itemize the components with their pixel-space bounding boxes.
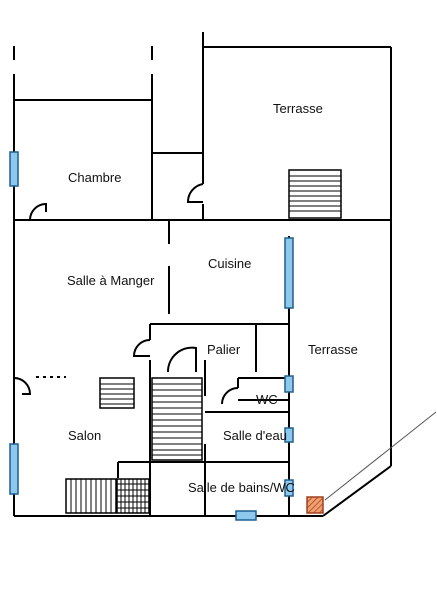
label-terrasse-top: Terrasse xyxy=(273,101,323,116)
label-terrasse-right: Terrasse xyxy=(308,342,358,357)
stairs-bottom-grid xyxy=(116,478,150,514)
label-chambre: Chambre xyxy=(68,170,121,185)
label-wc: WC xyxy=(256,392,278,407)
windows xyxy=(9,151,294,521)
stairs-salon-small xyxy=(99,377,135,409)
room-labels: Chambre Terrasse Salle à Manger Cuisine … xyxy=(67,101,358,495)
property-line xyxy=(324,411,437,501)
stairs-central xyxy=(151,377,203,461)
stairs-bottom-vertical xyxy=(65,478,117,514)
label-salle-a-manger: Salle à Manger xyxy=(67,273,155,288)
label-salle-de-bains: Salle de bains/WC xyxy=(188,480,295,495)
stove-icon xyxy=(306,496,324,514)
door-swings xyxy=(13,183,239,405)
label-cuisine: Cuisine xyxy=(208,256,251,271)
stairs-terrasse xyxy=(288,169,342,219)
label-palier: Palier xyxy=(207,342,241,357)
label-salle-deau: Salle d'eau xyxy=(223,428,287,443)
label-salon: Salon xyxy=(68,428,101,443)
